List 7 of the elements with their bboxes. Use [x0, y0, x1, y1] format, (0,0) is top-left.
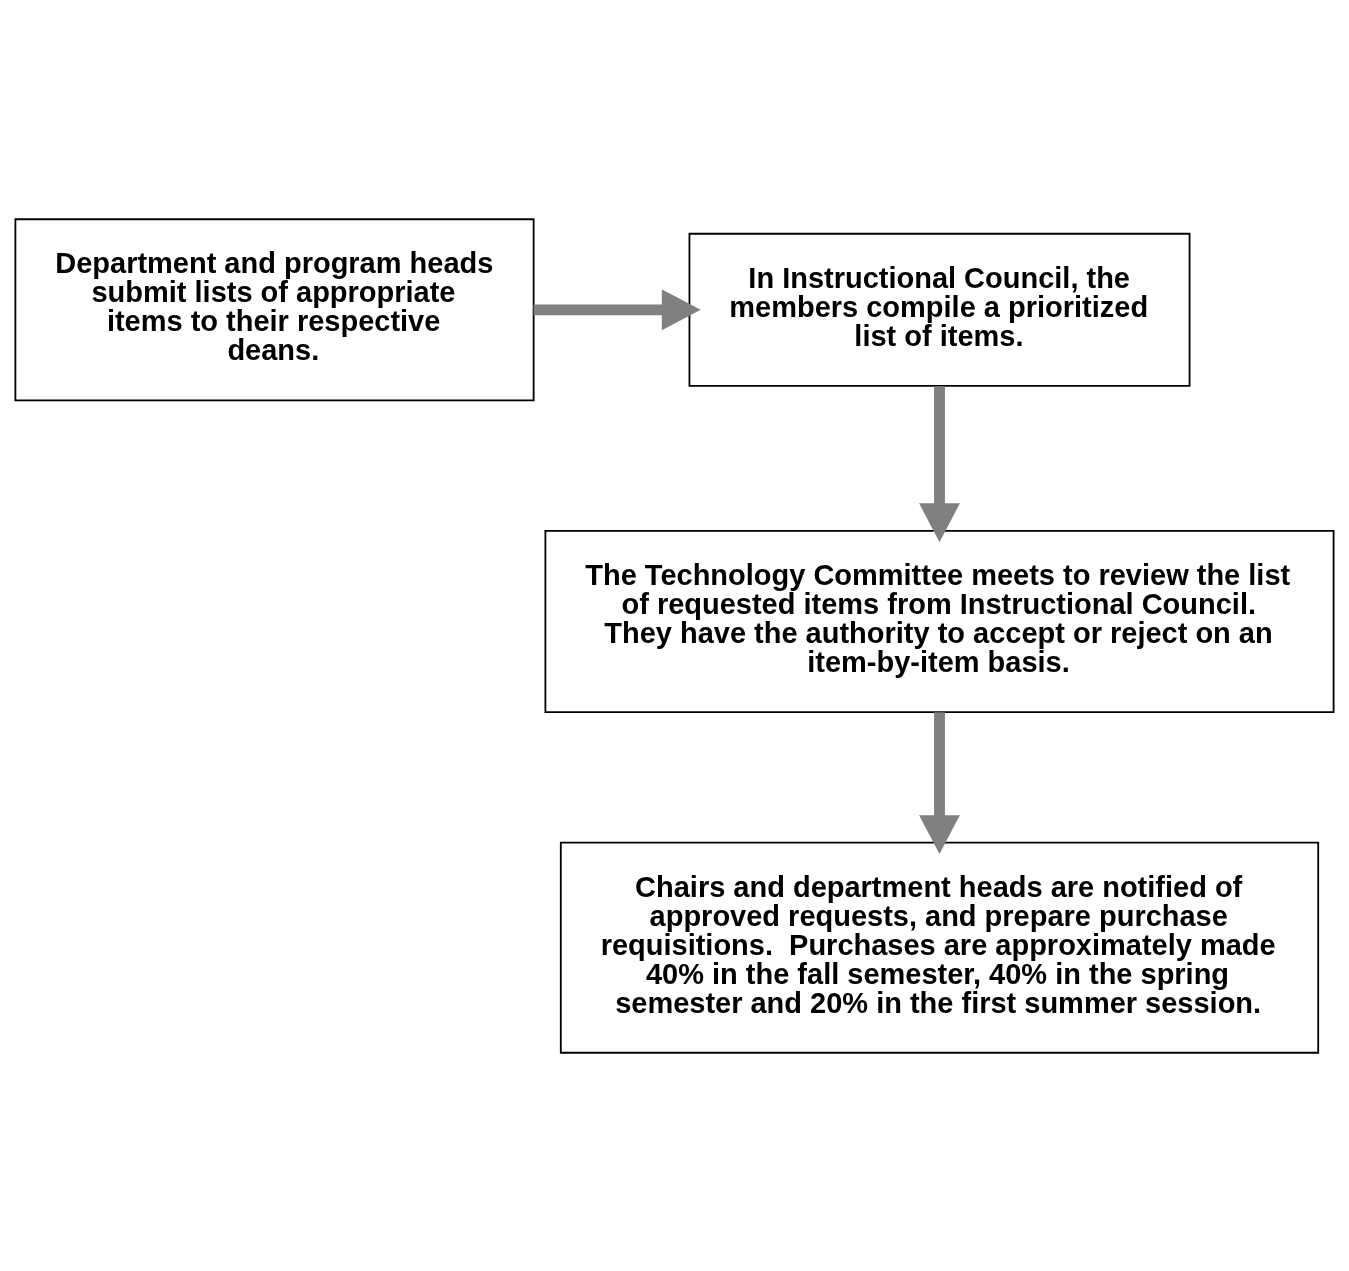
- node-box: In Instructional Council, the members compile a prioritized list of items.: [688, 232, 1191, 387]
- arrow: [919, 711, 960, 854]
- node-box: Department and program heads submit lists of appropriate items to their respective deans.: [14, 217, 535, 401]
- node-box: Chairs and department heads are notified of approved requests, and prepare purchase requisitions. Purchases are approximately made 40% in the fall semester, 40% in the spring semester and 20% in the first summer session.: [559, 841, 1320, 1054]
- arrow: [533, 288, 701, 330]
- arrow: [919, 385, 960, 542]
- node-box: The Technology Committee meets to review the list of requested items from Instructional Council. They have the authority to accept or reject on an item-by-item basis.: [544, 529, 1335, 713]
